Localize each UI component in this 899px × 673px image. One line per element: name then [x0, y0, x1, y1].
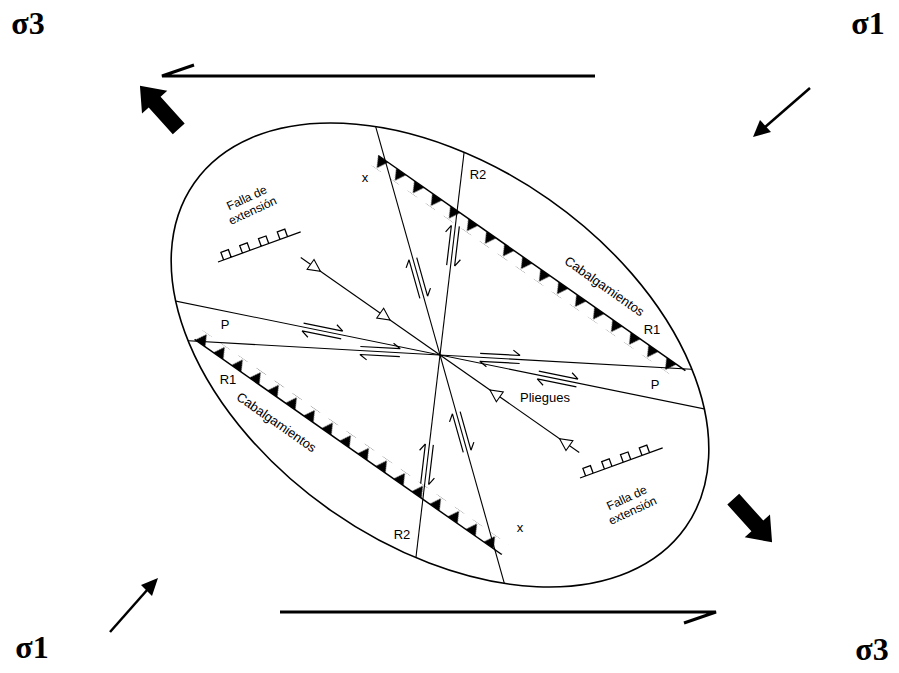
extension-fault-symbol — [577, 440, 662, 478]
sigma1-arrow — [110, 578, 158, 632]
riedel-label: R1 — [642, 323, 663, 338]
thrust-symbol — [195, 330, 509, 555]
sigma3-arrow — [721, 488, 785, 554]
riedel-label: R1 — [218, 373, 239, 388]
sector-lines — [41, 0, 839, 673]
shear-arrow — [162, 65, 595, 76]
sigma3-arrow — [127, 74, 191, 140]
shear-sense-marks — [301, 225, 579, 485]
stress-label: σ1 — [13, 630, 50, 665]
point-label: x — [515, 521, 526, 536]
fold-label: Pliegues — [518, 391, 572, 406]
riedel-label: P — [219, 318, 232, 333]
sigma1-arrow — [753, 88, 810, 137]
thrust-symbol — [371, 156, 685, 381]
fold-axis — [297, 253, 582, 458]
point-label: x — [360, 171, 371, 186]
stress-label: σ3 — [853, 632, 890, 667]
stress-label: σ1 — [849, 6, 886, 41]
stress-label: σ3 — [9, 6, 46, 41]
riedel-label: P — [649, 378, 662, 393]
riedel-label: R2 — [392, 528, 413, 543]
strain-ellipse — [85, 27, 794, 673]
riedel-label: R2 — [468, 168, 489, 183]
shear-arrow — [280, 612, 716, 623]
